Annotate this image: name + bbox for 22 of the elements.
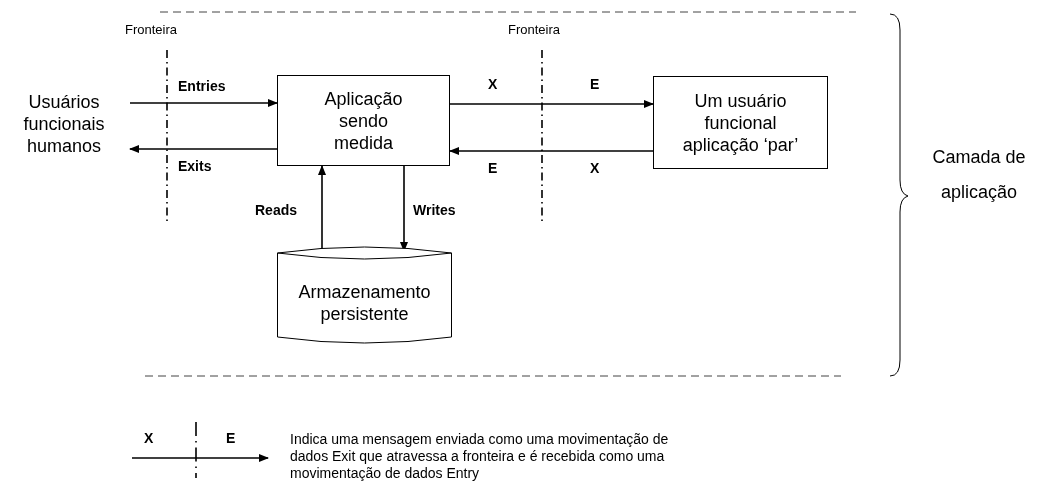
process-box: Um usuário funcional aplicação ‘par’ (653, 76, 828, 169)
edge-label: Reads (255, 202, 298, 219)
movement-label: E (488, 160, 498, 177)
arrow (129, 145, 278, 153)
movement-label: X (590, 160, 600, 177)
edge-label: Entries (178, 78, 226, 95)
arrow (449, 147, 654, 155)
movement-label: E (226, 430, 236, 447)
layer-label: Camada de aplicação (931, 146, 1027, 205)
boundary-label: Fronteira (125, 22, 178, 38)
process-box: Aplicação sendo medida (277, 75, 450, 166)
storage-cylinder: Armazenamento persistente (277, 245, 452, 345)
edge-label: Exits (178, 158, 212, 175)
arrow (449, 100, 654, 108)
edge-label: Writes (413, 202, 456, 219)
movement-label: X (144, 430, 154, 447)
boundary-label: Fronteira (508, 22, 561, 38)
movement-label: X (488, 76, 498, 93)
arrow (129, 99, 278, 107)
legend-text: Indica uma mensagem enviada como uma movimentação de dados Exit que atravessa a fronteira e é recebida como uma movimentação de dados Entry (290, 431, 670, 482)
movement-label: E (590, 76, 600, 93)
actor-label: Usuários funcionais humanos (0, 88, 128, 160)
